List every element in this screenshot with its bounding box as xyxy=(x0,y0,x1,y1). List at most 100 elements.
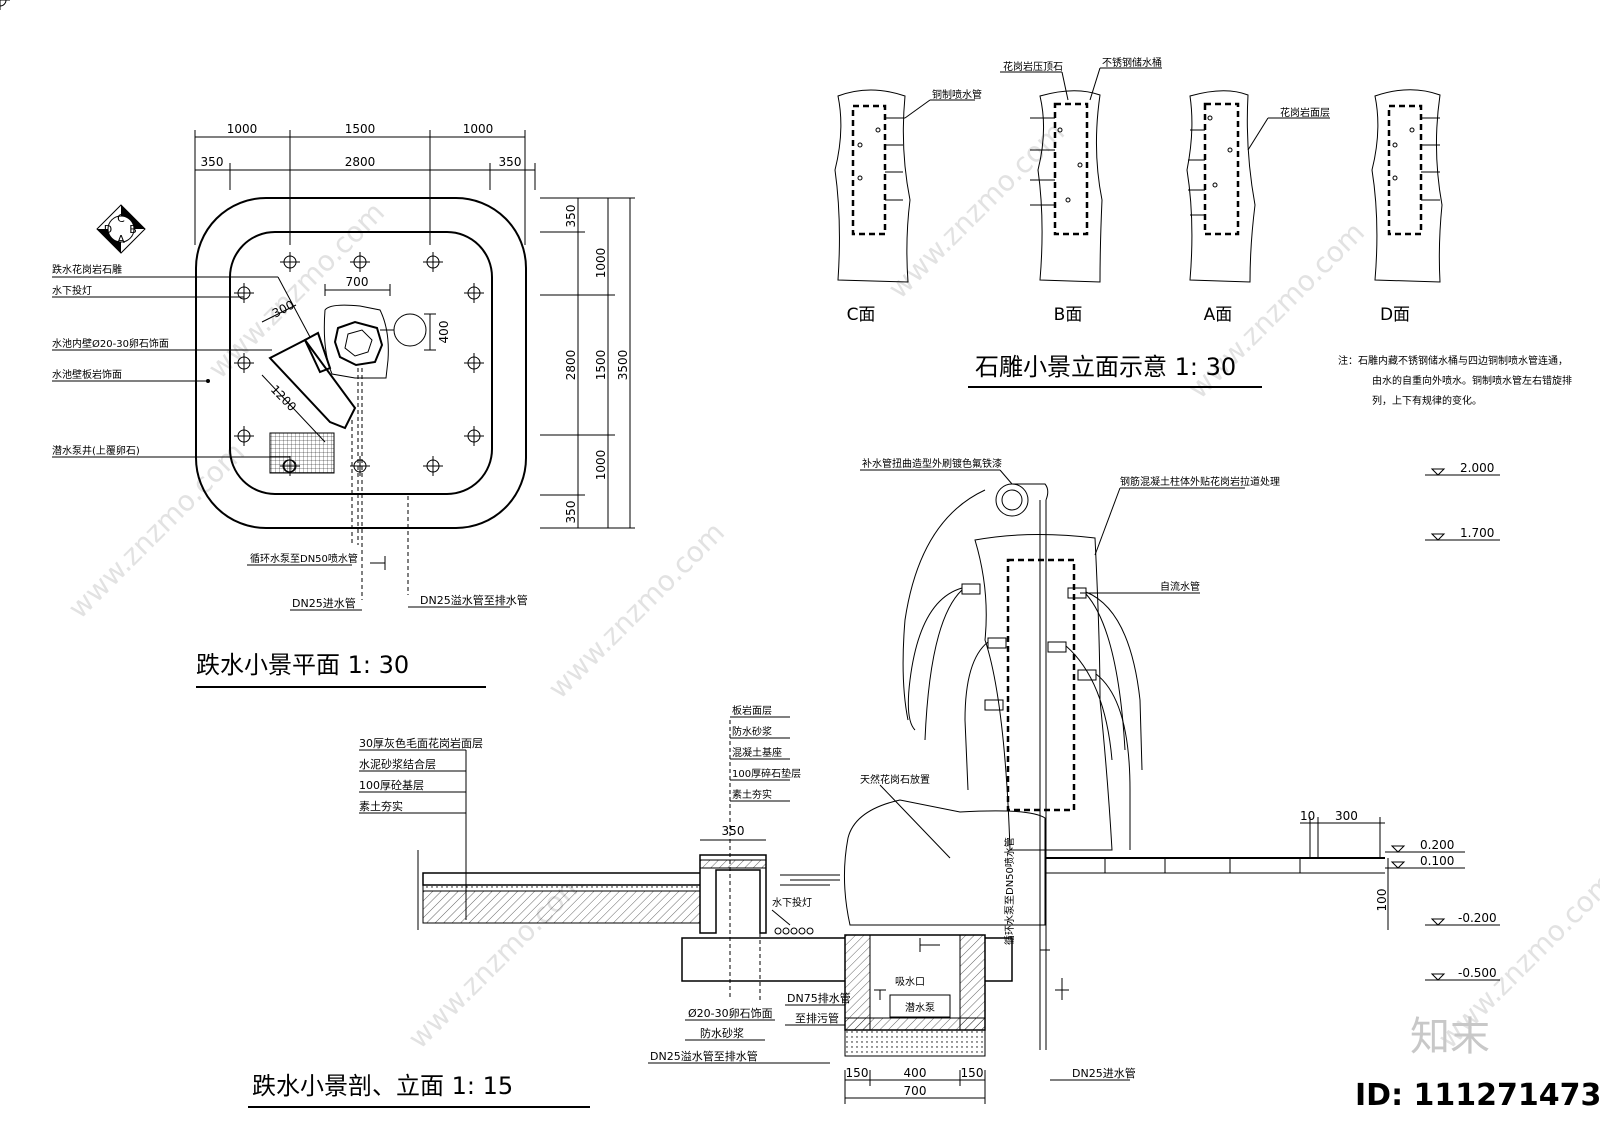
dim-text: 400 xyxy=(904,1066,927,1080)
dim-text: 350 xyxy=(722,824,745,838)
face-label: D面 xyxy=(1380,305,1410,325)
pump-pit xyxy=(269,432,335,474)
section-label: Ø20-30卵石饰面 xyxy=(688,1006,773,1020)
plan-label: 水下投灯 xyxy=(52,284,92,297)
pool-outer-wall xyxy=(195,197,527,529)
section-label: DN25进水管 xyxy=(1072,1066,1136,1080)
layer-concrete xyxy=(422,890,709,924)
dim-text: 400 xyxy=(437,321,451,344)
elevation-label: 花岗岩压顶石 xyxy=(1003,60,1063,73)
compass-label: A xyxy=(117,233,125,246)
dim-text: 3500 xyxy=(616,350,630,381)
face-label: C面 xyxy=(847,305,876,325)
watermark: www.znzmo.com xyxy=(62,436,251,625)
sphere-plan xyxy=(393,313,427,347)
dim-text: 10 xyxy=(1300,809,1315,823)
pool-inner-wall xyxy=(229,231,493,495)
level-text: -0.500 xyxy=(1458,966,1497,980)
elevation-label: 铜制喷水管 xyxy=(932,88,982,101)
section-view: 30厚灰色毛面花岗岩面层 水泥砂浆结合层 100厚砼基层 素土夯实 板岩面层 防… xyxy=(248,457,1500,1108)
dim-text: 1000 xyxy=(594,248,608,279)
layer-label: 板岩面层 xyxy=(732,704,772,717)
section-label: 钢筋混凝土柱体外贴花岗岩拉道处理 xyxy=(1120,475,1280,488)
section-label: 自流水管 xyxy=(1160,580,1200,593)
logo-watermark: 知末 xyxy=(1410,1014,1490,1060)
section-label: DN25溢水管至排水管 xyxy=(650,1049,758,1063)
compass-icon: C B A D xyxy=(96,204,146,254)
elevation-d-outline xyxy=(1371,89,1443,283)
section-label: 吸水口 xyxy=(895,976,925,988)
dim-text: 2800 xyxy=(345,155,376,169)
plan-view: 1000 1500 1000 350 2800 350 350 1000 150… xyxy=(0,0,635,688)
section-label: DN75排水管 xyxy=(787,991,851,1005)
elevation-label: 花岗岩面层 xyxy=(1280,106,1330,119)
plan-title: 跌水小景平面 1: 30 xyxy=(196,651,409,679)
compass-label: D xyxy=(104,223,112,236)
plan-label: 循环水泵至DN50喷水管 xyxy=(250,552,358,565)
dim-text: 150 xyxy=(846,1066,869,1080)
layer-label: 100厚砼基层 xyxy=(359,779,424,792)
face-label: A面 xyxy=(1204,305,1233,325)
layer-label: 30厚灰色毛面花岗岩面层 xyxy=(359,736,483,750)
plan-label: 潜水泵井(上覆卵石) xyxy=(52,444,140,457)
section-label: 天然花岗石放置 xyxy=(860,773,930,786)
watermark: www.znzmo.com xyxy=(542,516,731,705)
section-label: 潜水泵 xyxy=(905,1001,935,1014)
dim-text: 1000 xyxy=(227,122,258,136)
light-markers xyxy=(0,0,485,477)
dim-text: 350 xyxy=(564,501,578,524)
elevation-note: 由水的自重向外喷水。铜制喷水管左右错旋排 xyxy=(1372,374,1572,387)
plan-label: 水池壁板岩饰面 xyxy=(52,368,122,381)
pump-icon xyxy=(889,994,951,1018)
layer-label: 混凝土基座 xyxy=(732,746,782,759)
layer-label: 水泥砂浆结合层 xyxy=(359,757,436,771)
elevation-a-outline xyxy=(1186,90,1256,283)
dim-text: 350 xyxy=(499,155,522,169)
dim-text: 350 xyxy=(201,155,224,169)
stone-column xyxy=(974,533,1113,851)
slab-plan xyxy=(268,338,357,430)
dim-text: 1000 xyxy=(594,450,608,481)
elevation-label: 不锈钢储水桶 xyxy=(1102,56,1162,69)
plan-label: 跌水花岗岩石雕 xyxy=(52,263,122,276)
sculpture-plan xyxy=(333,320,384,367)
dim-text: 700 xyxy=(904,1084,927,1098)
section-label: 至排污管 xyxy=(795,1011,839,1025)
dim-text: 300 xyxy=(1335,809,1358,823)
section-label: 补水管扭曲造型外刷镀色氟铁漆 xyxy=(862,457,1002,470)
compass-label: B xyxy=(129,223,137,236)
elevations-title: 石雕小景立面示意 1: 30 xyxy=(975,353,1236,381)
section-label: 防水砂浆 xyxy=(700,1026,744,1040)
level-marks: 2.000 1.700 0.200 0.100 -0.200 -0.500 xyxy=(1385,461,1500,981)
dim-text: 1000 xyxy=(463,122,494,136)
dim-text: 350 xyxy=(564,205,578,228)
elevation-note: 注：石雕内藏不锈钢储水桶与四边铜制喷水管连通， xyxy=(1338,354,1568,367)
section-label: 水下投灯 xyxy=(772,896,812,909)
level-text: 0.200 xyxy=(1420,838,1454,852)
dim-text: 1500 xyxy=(594,350,608,381)
layer-label: 100厚碎石垫层 xyxy=(732,767,801,780)
image-id: ID: 1112714737 xyxy=(1355,1078,1600,1113)
rock-plan xyxy=(323,304,389,379)
level-text: 1.700 xyxy=(1460,526,1494,540)
face-label: B面 xyxy=(1054,305,1083,325)
dim-text: 150 xyxy=(961,1066,984,1080)
layer-label: 防水砂浆 xyxy=(732,725,772,738)
elevation-note: 列，上下有规律的变化。 xyxy=(1372,394,1482,407)
level-text: 0.100 xyxy=(1420,854,1454,868)
section-title: 跌水小景剖、立面 1: 15 xyxy=(252,1072,513,1100)
section-label: 循环水泵至DN50喷水管 xyxy=(1003,837,1016,945)
elevation-views: 铜制喷水管 C面 花岗岩压顶石 不锈钢储水桶 B面 花岗岩面层 A面 D面 石雕… xyxy=(834,56,1572,407)
plan-label: 水池内壁Ø20-30卵石饰面 xyxy=(52,337,169,350)
layer-label: 素土夯实 xyxy=(732,788,772,801)
level-text: 2.000 xyxy=(1460,461,1494,475)
compass-label: C xyxy=(117,212,125,225)
elevation-b-outline xyxy=(1037,90,1103,283)
layer-label: 素土夯实 xyxy=(359,799,403,813)
dim-text: 2800 xyxy=(564,350,578,381)
plan-label: DN25溢水管至排水管 xyxy=(420,593,528,607)
natural-rock xyxy=(843,799,1046,926)
elevation-c-outline xyxy=(834,89,911,283)
dim-text: 100 xyxy=(1375,889,1389,912)
